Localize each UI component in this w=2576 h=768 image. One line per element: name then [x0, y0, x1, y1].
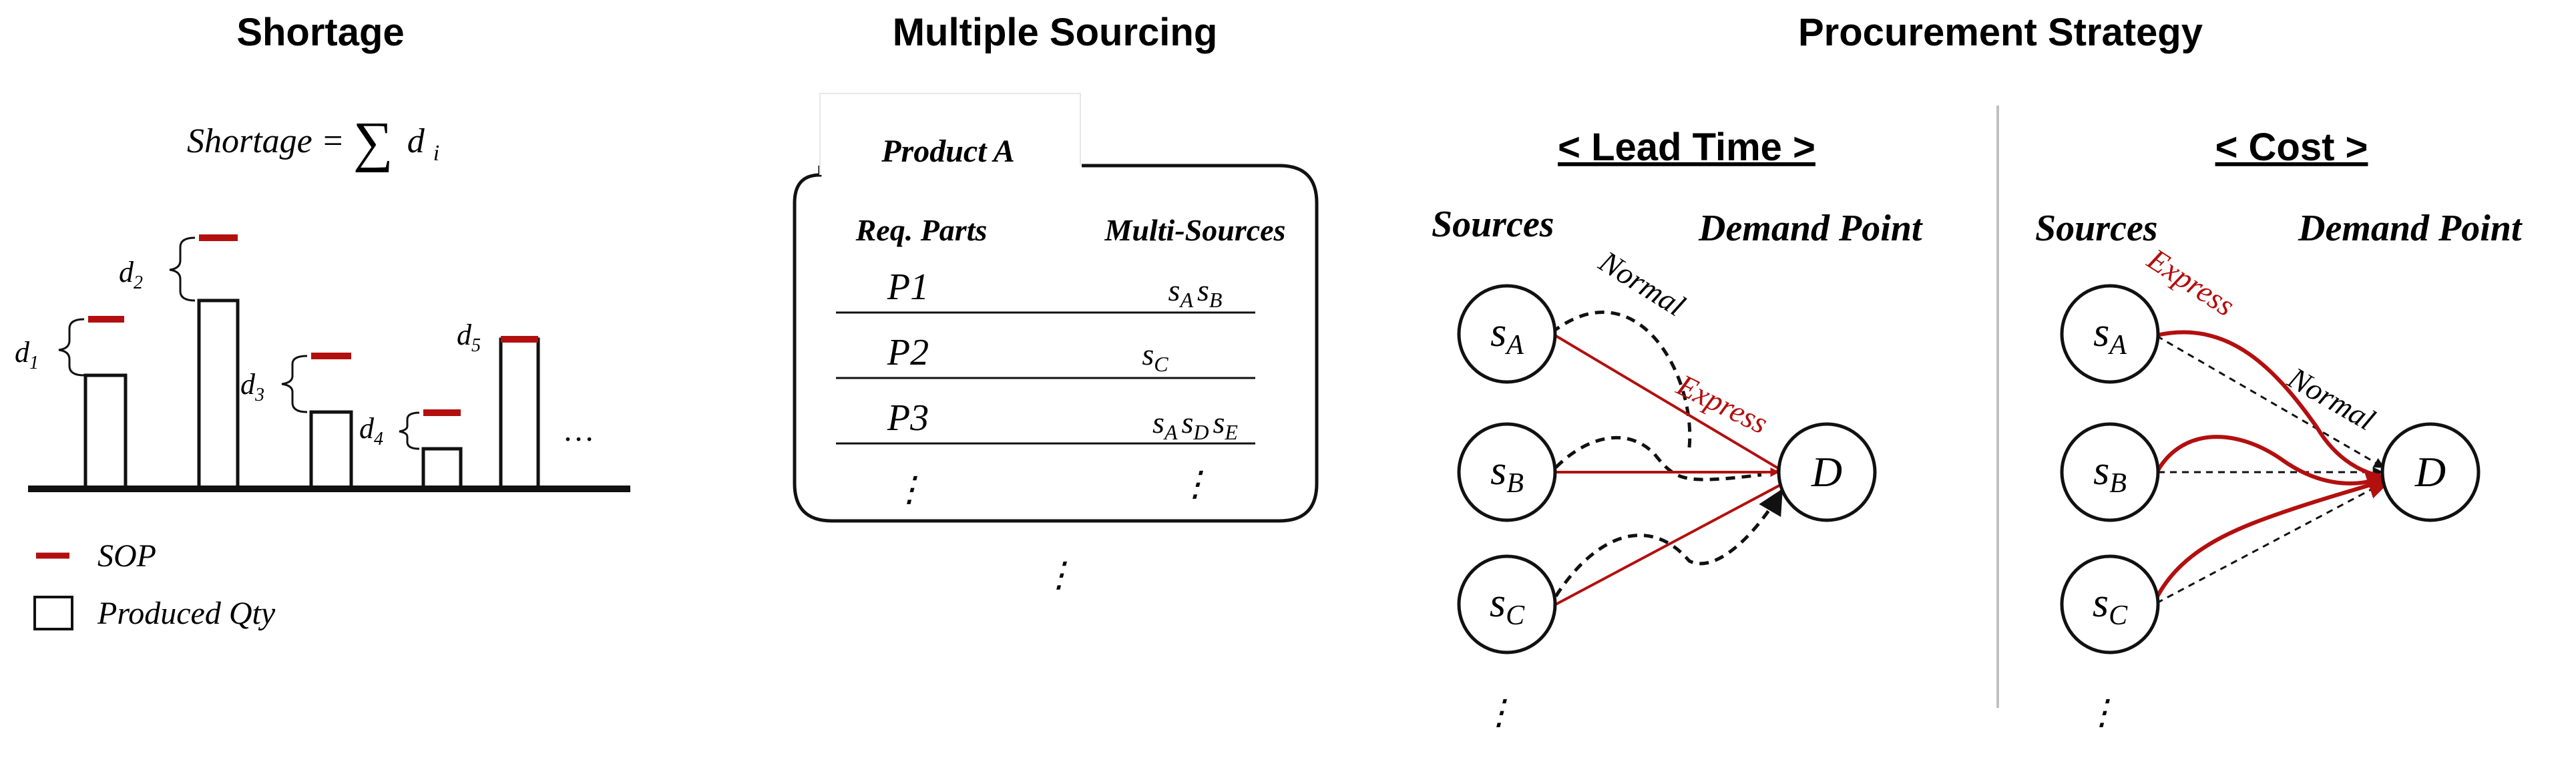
- col-header-parts: Req. Parts: [855, 213, 988, 247]
- sum-symbol: ∑: [353, 111, 393, 173]
- gap-label-2: d2: [119, 256, 143, 293]
- shortage-section: Shortage Shortage = ∑ d i d1 d2 d3 d4 d5…: [15, 11, 630, 631]
- demand-node-label: D: [2414, 448, 2446, 496]
- formula-lhs: Shortage =: [187, 122, 345, 160]
- normal-route-c: [1554, 488, 1783, 598]
- express-route-a: [1552, 333, 1786, 473]
- express-route-a: [2156, 330, 2388, 479]
- normal-route-a: [1550, 311, 1692, 448]
- sources-label: Sources: [1432, 204, 1554, 245]
- express-route-c: [2155, 473, 2394, 599]
- legend-produced-swatch: [33, 596, 73, 630]
- source-node-c-label: sC: [1490, 580, 1525, 631]
- normal-route-a: [2156, 335, 2385, 469]
- produced-bar-3: [309, 410, 353, 490]
- sources-label: Sources: [2035, 208, 2158, 249]
- source-node-c: [2060, 554, 2160, 654]
- shortage-title: Shortage: [236, 11, 404, 54]
- panel-heading-cost: < Cost >: [2215, 126, 2368, 169]
- demand-node: [1777, 422, 1877, 522]
- source-node-a: [2060, 284, 2160, 384]
- sources-vdots: ⋮: [1178, 465, 1213, 504]
- normal-route-c: [2156, 481, 2386, 604]
- source-node-c-label: sC: [2093, 580, 2128, 631]
- part-p3: P3: [887, 397, 929, 439]
- source-node-a: [1457, 284, 1557, 384]
- gap-brace-1: [58, 318, 85, 377]
- source-node-b-label: sB: [1490, 448, 1524, 499]
- formula-rhs: d: [407, 122, 425, 160]
- gap-brace-3: [281, 355, 308, 413]
- sources-vdots: ⋮: [2085, 694, 2119, 732]
- sourcing-title: Multiple Sourcing: [893, 11, 1218, 54]
- express-route-label: Express: [1671, 367, 1773, 440]
- legend-sop-label: SOP: [97, 538, 156, 574]
- produced-bar-4: [421, 447, 463, 490]
- part-p2: P2: [887, 332, 929, 373]
- normal-route-b: [1554, 435, 1762, 482]
- procurement-title: Procurement Strategy: [1798, 11, 2203, 54]
- express-route-b: [2156, 435, 2378, 486]
- source-node-a-label: sA: [1490, 310, 1524, 361]
- produced-bar-1: [83, 373, 128, 490]
- normal-route-label: Normal: [1593, 244, 1691, 323]
- source-node-c: [1457, 554, 1557, 654]
- legend-produced-label: Produced Qty: [97, 596, 276, 631]
- gap-label-1: d1: [15, 336, 39, 373]
- product-card: [793, 164, 1319, 523]
- panel-lead-time: < Lead Time > Sources Demand Point Norma…: [1432, 126, 1923, 732]
- source-node-b: [2060, 422, 2160, 522]
- source-node-b: [1457, 422, 1557, 522]
- product-tab-label: Product A: [881, 134, 1015, 169]
- panel-heading-lead-time: < Lead Time >: [1558, 126, 1815, 169]
- parts-vdots: ⋮: [892, 471, 927, 509]
- gap-brace-2: [169, 236, 196, 302]
- demand-point-label: Demand Point: [2298, 208, 2523, 249]
- sourcing-section: Multiple Sourcing Product A Req. Parts M…: [793, 11, 1319, 594]
- gap-label-5: d5: [457, 319, 481, 356]
- demand-node: [2380, 422, 2481, 522]
- panel-cost: < Cost > Sources Demand Point Express No…: [2035, 126, 2523, 732]
- sources-p2: sC: [1142, 337, 1168, 376]
- produced-bar-2: [197, 299, 240, 490]
- express-route-c: [1555, 479, 1789, 606]
- part-p1: P1: [887, 266, 929, 308]
- products-vdots: ⋮: [1042, 556, 1076, 594]
- produced-bar-5: [499, 337, 540, 490]
- sources-vdots: ⋮: [1482, 694, 1516, 732]
- gap-brace-4: [399, 411, 420, 450]
- col-header-sources: Multi-Sources: [1104, 213, 1286, 247]
- bars-ellipsis: …: [565, 413, 594, 448]
- source-node-a-label: sA: [2093, 310, 2127, 361]
- gap-label-3: d3: [240, 368, 264, 405]
- formula-sub: i: [433, 141, 439, 166]
- shortage-formula: Shortage = ∑ d i: [187, 111, 439, 173]
- product-tab: [819, 93, 1081, 175]
- demand-point-label: Demand Point: [1698, 208, 1923, 249]
- procurement-section: Procurement Strategy < Lead Time > Sourc…: [1432, 11, 2523, 732]
- gap-label-4: d4: [359, 412, 383, 449]
- express-route-label: Express: [2141, 241, 2241, 323]
- demand-node-label: D: [1811, 448, 1842, 496]
- source-node-b-label: sB: [2093, 448, 2127, 499]
